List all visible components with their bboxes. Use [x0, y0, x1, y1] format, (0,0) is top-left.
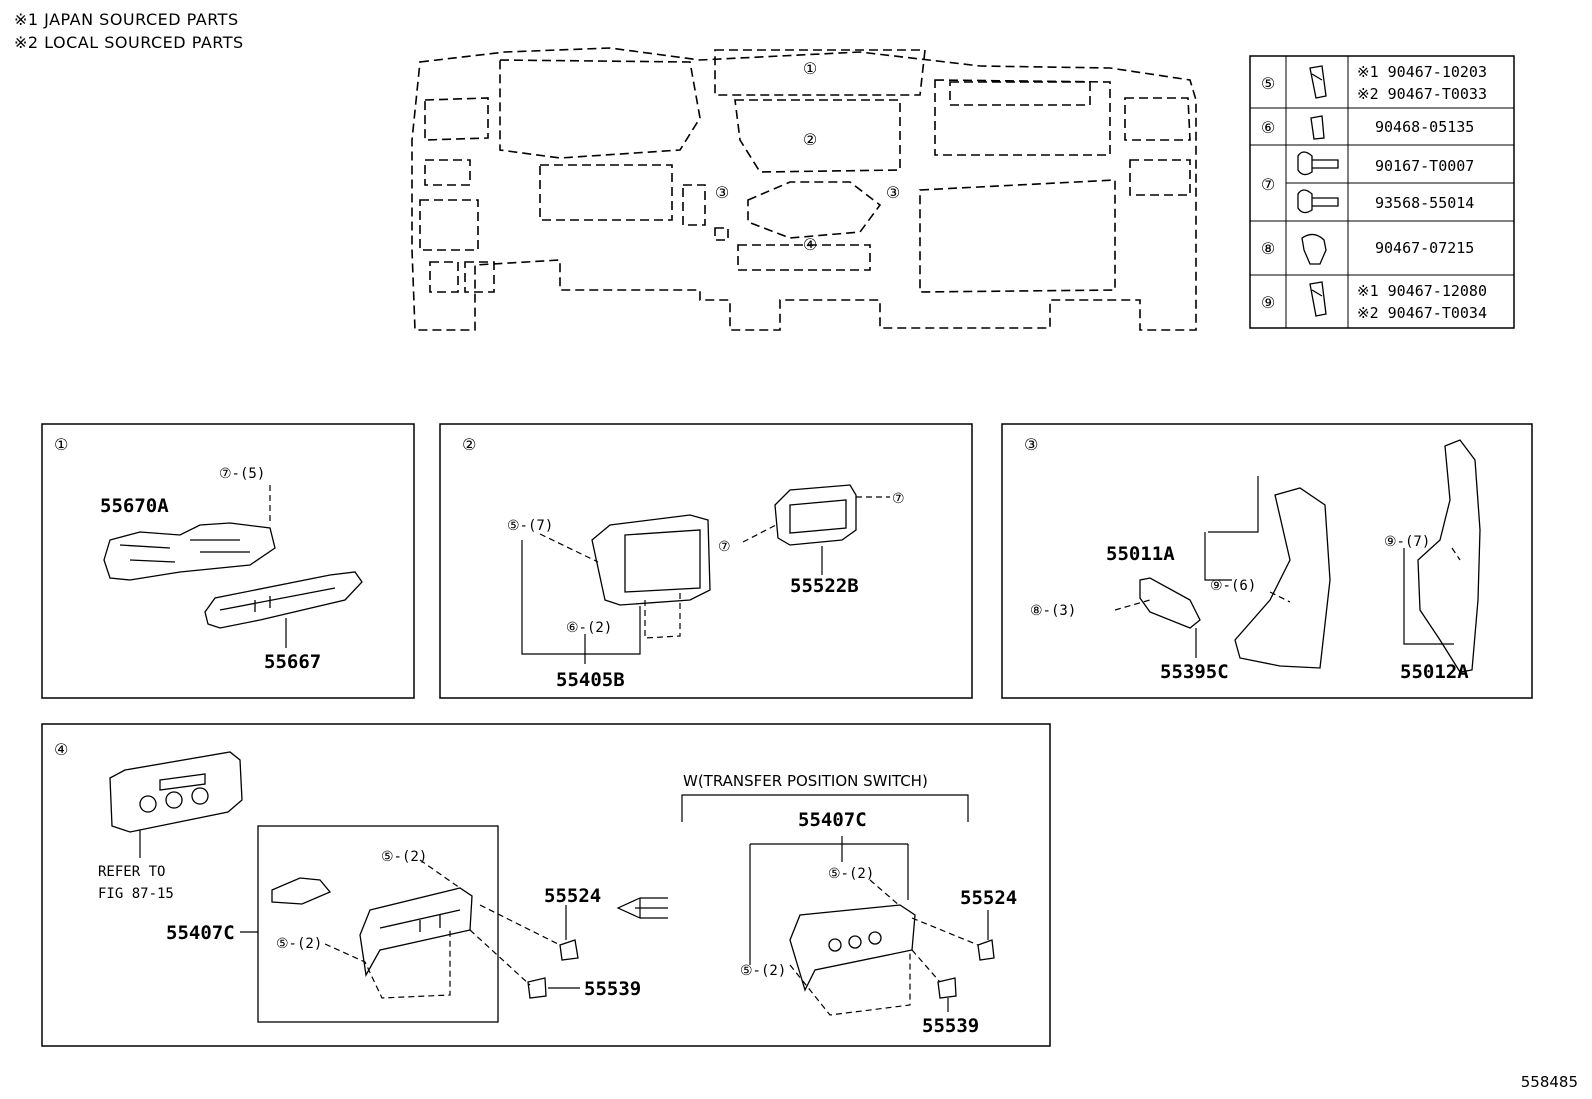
part-55539-right: 55539: [922, 1015, 979, 1037]
screw-icon: [1297, 189, 1339, 214]
legend-5-line-2: ※2 90467-T0033: [1357, 85, 1487, 103]
overview-label-1: ①: [803, 59, 817, 78]
part-55395C: 55395C: [1160, 661, 1229, 683]
push-rivet-icon: [1301, 233, 1327, 265]
callout-9-6: ⑨-(6): [1210, 578, 1256, 594]
panel-1-illustration: [103, 522, 363, 629]
part-55012A: 55012A: [1400, 661, 1469, 683]
dashboard-outline: [411, 47, 1197, 331]
legend-6-line-1: 90468-05135: [1375, 118, 1474, 136]
overview-label-2: ②: [803, 130, 817, 149]
refer-line-1: REFER TO: [98, 864, 165, 880]
legend-ref-8: ⑧: [1261, 239, 1275, 258]
diagram-id: 558485: [1520, 1073, 1578, 1091]
legend-9-line-2: ※2 90467-T0034: [1357, 304, 1487, 322]
clip-icon: [1309, 65, 1327, 99]
legend-5-line-1: ※1 90467-10203: [1357, 63, 1487, 81]
callout-5-2-left-a: ⑤-(2): [381, 849, 427, 865]
callout-6-2: ⑥-(2): [566, 620, 612, 636]
legend-ref-6: ⑥: [1261, 118, 1275, 137]
note-japan-sourced: ※1 JAPAN SOURCED PARTS: [14, 10, 239, 29]
overview-label-4: ④: [803, 235, 817, 254]
callout-5-2-right-a: ⑤-(2): [828, 866, 874, 882]
panel-1-title: ①: [54, 435, 68, 454]
legend-ref-5: ⑤: [1261, 74, 1275, 93]
legend-7-line-1: 90167-T0007: [1375, 157, 1474, 175]
overview-label-3a: ③: [715, 183, 729, 202]
callout-5-2-left-b: ⑤-(2): [276, 936, 322, 952]
part-55405B: 55405B: [556, 669, 625, 691]
panel-2-title: ②: [462, 435, 476, 454]
legend-9-line-1: ※1 90467-12080: [1357, 282, 1487, 300]
part-55011A: 55011A: [1106, 543, 1175, 565]
screw-icon: [1297, 151, 1339, 176]
panel-3-title: ③: [1024, 435, 1038, 454]
legend-8-line-1: 90467-07215: [1375, 239, 1474, 257]
legend-7-line-2: 93568-55014: [1375, 194, 1474, 212]
clip-icon: [1309, 281, 1327, 317]
panel-4-inset-box: [257, 825, 499, 1023]
part-55407C-left: 55407C: [166, 922, 235, 944]
part-55524-left: 55524: [544, 885, 601, 907]
panel-4-illustration: [109, 751, 995, 999]
callout-7b: ⑦: [892, 491, 905, 507]
overview-label-3b: ③: [886, 183, 900, 202]
part-55524-right: 55524: [960, 887, 1017, 909]
part-55407C-right: 55407C: [798, 809, 867, 831]
part-55539-left: 55539: [584, 978, 641, 1000]
panel-2-illustration: [591, 484, 857, 606]
callout-7a: ⑦: [718, 539, 731, 555]
panel-3-illustration: [1139, 439, 1481, 673]
callout-7-5: ⑦-(5): [219, 466, 265, 482]
part-55667: 55667: [264, 651, 321, 673]
part-55522B: 55522B: [790, 575, 859, 597]
variant-label: W(TRANSFER POSITION SWITCH): [683, 772, 928, 790]
callout-5-2-right-b: ⑤-(2): [740, 963, 786, 979]
fastener-legend-table: ⑤ ⑥ ⑦ ⑧ ⑨ ※1 90467-10203 ※2 90467-T0033 …: [1249, 55, 1515, 329]
panel-4-title: ④: [54, 740, 68, 759]
clip-icon: [1310, 115, 1325, 140]
panel-1-box: [41, 423, 415, 699]
note-local-sourced: ※2 LOCAL SOURCED PARTS: [14, 33, 244, 52]
legend-ref-7: ⑦: [1261, 175, 1275, 194]
callout-9-7: ⑨-(7): [1384, 534, 1430, 550]
callout-8-3: ⑧-(3): [1030, 603, 1076, 619]
panel-4-box: [41, 723, 1051, 1047]
panel-3-box: [1001, 423, 1533, 699]
legend-ref-9: ⑨: [1261, 293, 1275, 312]
callout-5-7: ⑤-(7): [507, 518, 553, 534]
panel-2-box: [439, 423, 973, 699]
part-55670A: 55670A: [100, 495, 169, 517]
refer-line-2: FIG 87-15: [98, 886, 174, 902]
